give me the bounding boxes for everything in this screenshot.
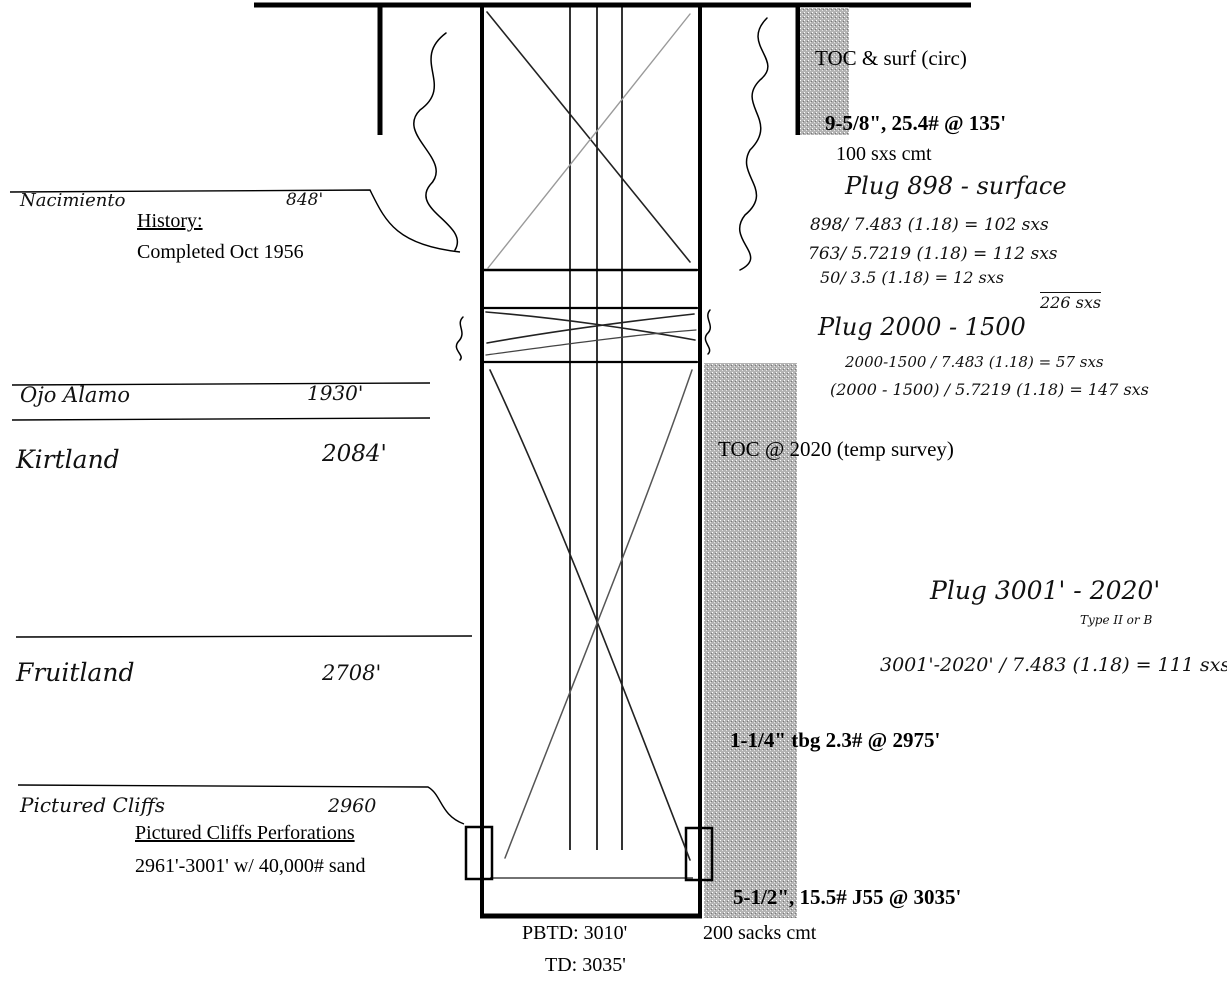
plug-2000-1500-marks — [482, 306, 699, 364]
formation-name-ojo-alamo: Ojo Alamo — [20, 383, 131, 407]
plug1-line-2: 763/ 5.7219 (1.18) = 112 sxs — [808, 244, 1058, 264]
plug1-title: Plug 898 - surface — [845, 172, 1067, 200]
formation-lines — [9, 189, 473, 825]
plug2-line-1: 2000-1500 / 7.483 (1.18) = 57 sxs — [845, 353, 1104, 371]
pbtd-label: PBTD: 3010' — [522, 922, 628, 944]
surface-cement-top-label: TOC & surf (circ) — [815, 46, 967, 70]
formation-name-pictured-cliffs: Pictured Cliffs — [20, 793, 166, 817]
surface-cement-label: 100 sxs cmt — [836, 143, 932, 165]
formation-name-fruitland: Fruitland — [16, 658, 135, 687]
formation-name-nacimiento: Nacimiento — [20, 190, 126, 211]
surface-cement — [800, 7, 849, 135]
formation-depth-nacimiento: 848' — [286, 190, 324, 210]
history-heading: History: — [137, 210, 203, 232]
surface-casing-label: 9-5/8", 25.4# @ 135' — [825, 111, 1007, 135]
production-casing-label: 5-1/2", 15.5# J55 @ 3035' — [733, 885, 962, 909]
history-completed: Completed Oct 1956 — [137, 241, 304, 263]
perforation-box-right — [684, 826, 714, 882]
formation-name-kirtland: Kirtland — [16, 445, 120, 474]
plug2-line-2: (2000 - 1500) / 5.7219 (1.18) = 147 sxs — [830, 380, 1149, 399]
perforations-title: Pictured Cliffs Perforations — [135, 822, 355, 844]
formation-depth-pictured-cliffs: 2960 — [328, 795, 377, 817]
plug3-line: 3001'-2020' / 7.483 (1.18) = 111 sxs — [880, 654, 1227, 676]
formation-depth-kirtland: 2084' — [322, 441, 387, 467]
production-toc-label: TOC @ 2020 (temp survey) — [718, 437, 954, 461]
td-label: TD: 3035' — [545, 954, 626, 976]
plug3-title: Plug 3001' - 2020' — [930, 576, 1161, 605]
perforations-detail: 2961'-3001' w/ 40,000# sand — [135, 855, 366, 877]
perforation-box-left — [464, 825, 494, 881]
plug2-title: Plug 2000 - 1500 — [818, 313, 1026, 341]
formation-depth-ojo-alamo: 1930' — [307, 381, 364, 405]
plug1-line-3: 50/ 3.5 (1.18) = 12 sxs — [820, 268, 1004, 287]
plug-surface-marks — [482, 11, 699, 272]
plug3-note: Type II or B — [1080, 613, 1153, 627]
plug-3001-2020-marks — [489, 369, 693, 861]
production-cement — [704, 363, 797, 918]
tubing-label: 1-1/4" tbg 2.3# @ 2975' — [730, 728, 941, 752]
plug1-line-1: 898/ 7.483 (1.18) = 102 sxs — [810, 215, 1049, 235]
production-cement-label: 200 sacks cmt — [703, 922, 817, 944]
formation-depth-fruitland: 2708' — [322, 661, 382, 685]
plug1-total: 226 sxs — [1040, 292, 1102, 312]
annulus-squiggles — [413, 17, 769, 361]
